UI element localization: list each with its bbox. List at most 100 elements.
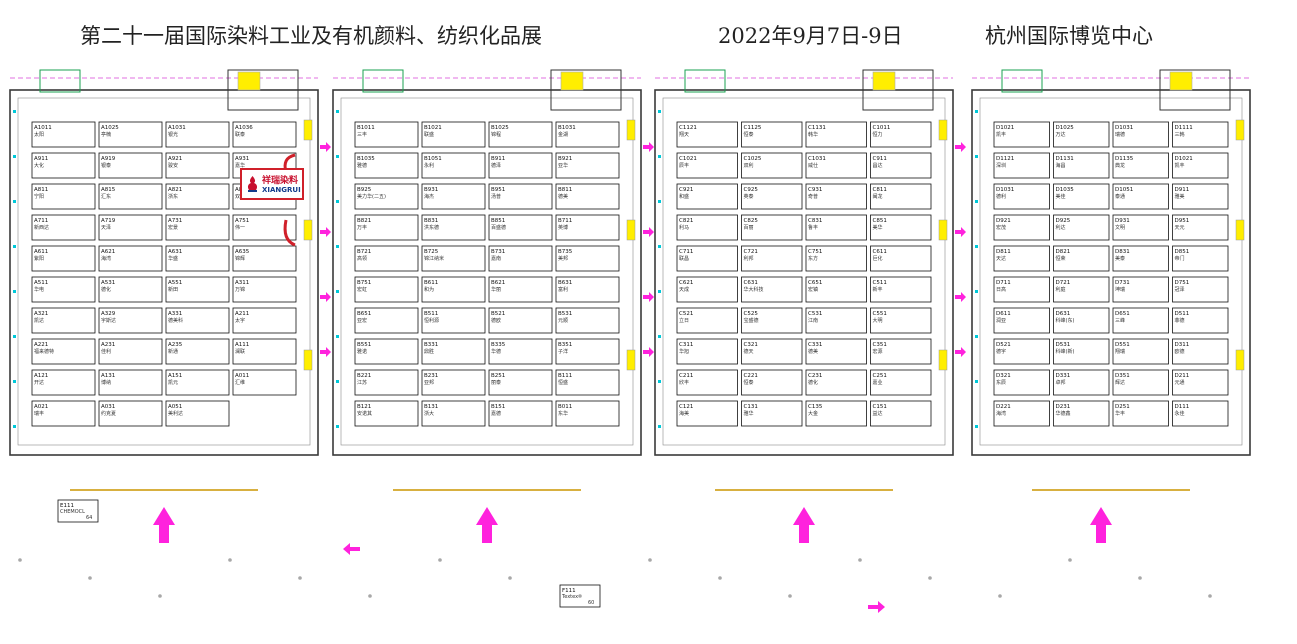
booth-outline (741, 152, 803, 179)
booth-outline (1053, 338, 1110, 365)
booth-name: 德泽 (491, 162, 501, 169)
booth-outline (741, 245, 803, 272)
booth-outline (1112, 152, 1169, 179)
booth-code: C551 (873, 311, 887, 317)
booth-outline (870, 276, 932, 303)
booth-name: 东华 (558, 410, 568, 417)
booth-code: B551 (357, 342, 371, 348)
booth-name: 菲德 (1175, 317, 1185, 324)
booth-code: B1035 (357, 156, 375, 162)
booth-code: B611 (424, 280, 438, 286)
booth-outline (1172, 307, 1229, 334)
booth-code: B721 (357, 249, 371, 255)
booth-outline (165, 183, 230, 210)
booth-code: A1036 (235, 125, 253, 131)
booth-code: C251 (873, 373, 887, 379)
hall-inner-wall (340, 97, 634, 446)
booth-code: D731 (1115, 280, 1130, 286)
booth-name: 海美 (679, 410, 689, 417)
booth-name: 欣丰 (679, 379, 689, 386)
booth-outline (1053, 152, 1110, 179)
hall-wall (332, 89, 642, 456)
booth-code: D851 (1175, 249, 1190, 255)
stair-bar (938, 119, 948, 141)
booth-name: 亭楠 (101, 131, 111, 138)
booth-code: B251 (491, 373, 505, 379)
booth-code: B531 (558, 311, 572, 317)
booth-code: C651 (808, 280, 822, 286)
booth-outline (31, 214, 96, 241)
booth-outline (31, 183, 96, 210)
booth-code: D611 (996, 311, 1011, 317)
booth-name: 伟一 (235, 224, 245, 231)
booth-outline (870, 338, 932, 365)
booth-code: C1031 (808, 156, 826, 162)
booth-name: 洪东德 (424, 224, 439, 231)
booth-name: 瑞德 (1115, 131, 1125, 138)
column-marker (336, 245, 339, 248)
booth-code: B921 (558, 156, 572, 162)
booth-name: 美华 (873, 224, 883, 231)
column-marker (975, 110, 978, 113)
booth-code: C925 (744, 187, 759, 193)
booth-name: 富利 (558, 286, 568, 293)
booth-code: C611 (873, 249, 887, 255)
booth-code: D111 (1175, 404, 1190, 410)
booth-code: D811 (996, 249, 1011, 255)
booth-name: 嘉华 (235, 162, 245, 169)
booth-layer: A1011太阳A1025亭楠A1031银光A1036联泰A911大化A919银泰… (31, 121, 1229, 608)
booth-name: 鲁丰 (808, 224, 818, 231)
column-marker (13, 245, 16, 248)
booth-outline (488, 369, 553, 396)
booth-name: 天成 (679, 286, 689, 293)
booth-name: 宏景 (168, 224, 178, 231)
booth-code: A235 (168, 342, 183, 348)
booth-code: C821 (679, 218, 693, 224)
booth-outline (555, 152, 620, 179)
booth-code: B1011 (357, 125, 375, 131)
booth-code: C131 (744, 404, 758, 410)
booth-name: 金湖 (558, 131, 568, 138)
booth-code: D1025 (1056, 125, 1075, 131)
booth-outline (354, 214, 419, 241)
booth-outline (870, 400, 932, 427)
booth-code: D821 (1056, 249, 1071, 255)
booth-outline (805, 400, 867, 427)
stair-bar (303, 119, 313, 141)
booth-code: D1111 (1175, 125, 1193, 131)
column-marker (658, 155, 661, 158)
booth-name: 鼎胜 (424, 348, 434, 355)
booth-name: 利庭 (1056, 286, 1066, 293)
booth-name: 日高 (996, 286, 1006, 293)
booth-code: C931 (808, 187, 822, 193)
booth-outline (1172, 338, 1229, 365)
direction-arrow-icon (343, 543, 360, 555)
booth-outline (421, 121, 486, 148)
booth-outline (870, 369, 932, 396)
booth-outline (165, 307, 230, 334)
xiangrui-logo-highlight[interactable]: 祥瑞染料 XIANGRUI (240, 168, 304, 200)
booth-outline (354, 276, 419, 303)
booth-name: 润亚 (996, 317, 1006, 324)
